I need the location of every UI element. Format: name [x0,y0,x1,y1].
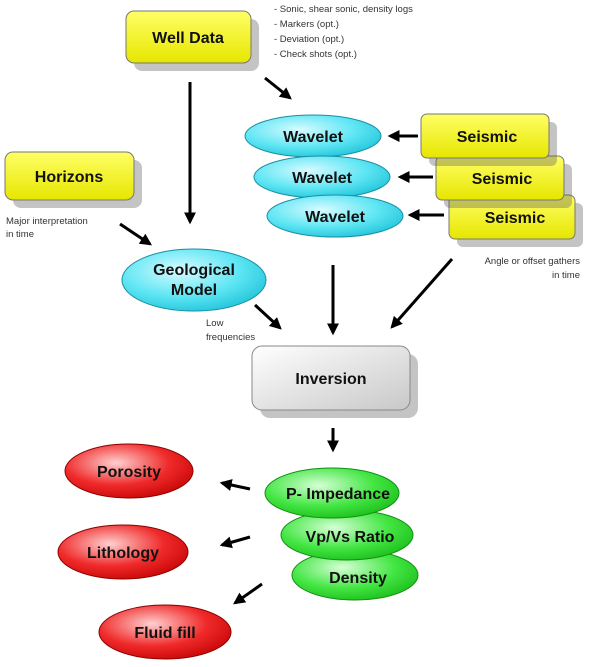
fluid-fill-node: Fluid fill [98,604,232,660]
horizons-note-line: in time [6,229,34,240]
wavelet-node-2: Wavelet [253,155,391,199]
well-data-label: Well Data [152,30,224,47]
p-impedance-label: P- Impedance [286,486,390,503]
gathers-note-line: Angle or offset gathers [485,256,581,267]
arrow-well-to-wavelet [264,76,292,100]
inversion-node: Inversion [251,345,418,418]
arrow-horizons-to-model [119,222,152,246]
porosity-label: Porosity [97,464,161,481]
fluid-fill-label: Fluid fill [134,625,195,642]
well-logs-note-line: - Markers (opt.) [274,19,339,30]
arrow-seismic-to-inversion [390,258,454,329]
wavelet-node-3: Wavelet [266,194,404,238]
low-frequencies-note: Low frequencies [206,318,255,343]
geological-model-label-line2: Model [171,282,217,299]
gathers-note-line: in time [552,270,580,281]
well-data-node: Well Data [125,10,259,71]
seismic-node-2: Seismic [435,155,572,208]
density-label: Density [329,570,387,587]
seismic-label: Seismic [457,129,518,146]
well-logs-note-line: - Deviation (opt.) [274,34,344,45]
lithology-label: Lithology [87,545,159,562]
lithology-node: Lithology [57,524,189,580]
arrows [119,76,454,605]
horizons-note-line: Major interpretation [6,216,88,227]
horizons-label: Horizons [35,169,104,186]
arrow-density-to-fluid [233,582,263,605]
wavelet-label: Wavelet [305,209,366,226]
geological-model-label-line1: Geological [153,262,235,279]
gathers-note: Angle or offset gathers in time [485,256,581,281]
well-logs-note-line: - Check shots (opt.) [274,49,357,60]
low-frequencies-note-line: Low [206,318,224,329]
seismic-label: Seismic [472,171,533,188]
porosity-node: Porosity [64,443,194,499]
seismic-node-3: Seismic [448,194,583,247]
arrow-model-to-inversion [253,303,282,330]
low-frequencies-note-line: frequencies [206,332,255,343]
well-logs-note-line: - Sonic, shear sonic, density logs [274,4,413,15]
arrow-vpvs-to-lithology [219,535,251,549]
inversion-label: Inversion [295,371,366,388]
horizons-node: Horizons [4,151,142,208]
horizons-note: Major interpretation in time [6,216,88,240]
density-node: Density [291,549,419,601]
seismic-node-1: Seismic [420,113,557,166]
p-impedance-node: P- Impedance [264,467,400,519]
well-logs-note: - Sonic, shear sonic, density logs - Mar… [274,4,413,60]
wavelet-label: Wavelet [283,129,344,146]
seismic-label: Seismic [485,210,546,227]
vpvs-ratio-label: Vp/Vs Ratio [306,529,395,546]
wavelet-label: Wavelet [292,170,353,187]
wavelet-node-1: Wavelet [244,114,382,158]
arrow-pimp-to-porosity [219,479,251,491]
geological-model-node: Geological Model [121,248,267,312]
